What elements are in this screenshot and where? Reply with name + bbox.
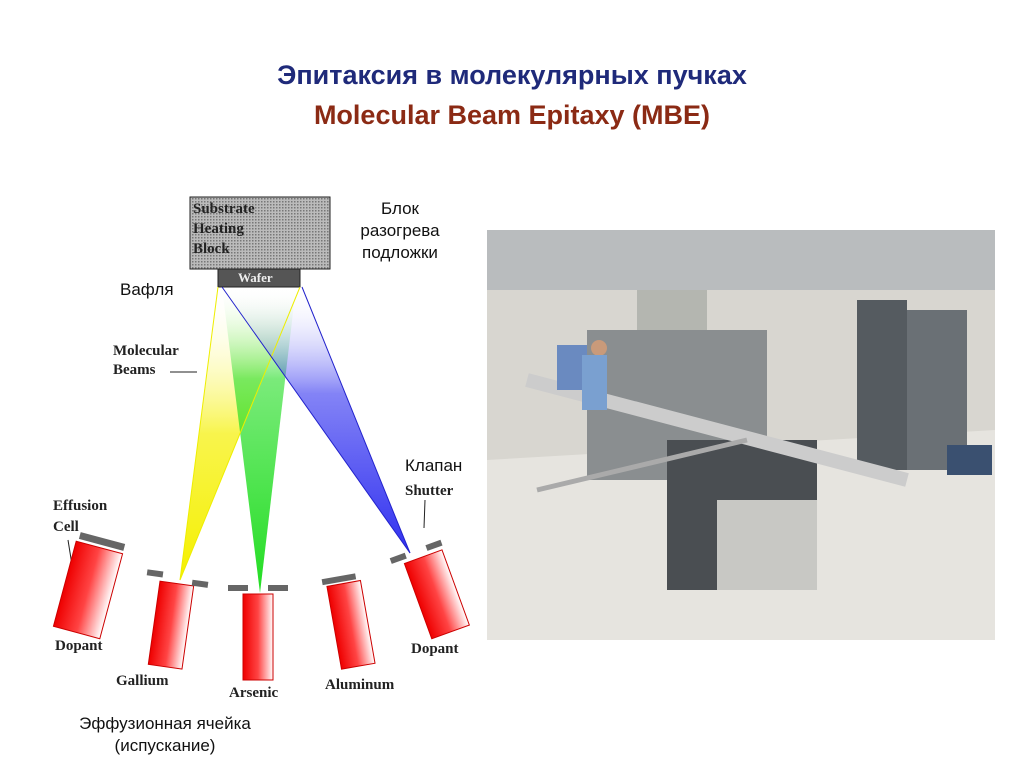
arsenic-label: Arsenic [229,685,279,701]
mbe-diagram [52,196,470,681]
shutter-ru-label: Клапан [405,456,463,475]
effusion-cell-aluminum [321,573,376,670]
title-english: Molecular Beam Epitaxy (MBE) [313,100,711,130]
effusion-label: Effusion [53,498,108,514]
aluminum-label: Aluminum [325,677,395,693]
effusion-cell-dopant-right [389,539,470,640]
substrate-label-1: Substrate [193,201,255,217]
heating-block-ru-2: разогрева [360,221,440,240]
heating-block-ru-3: подложки [362,243,438,262]
shutter-label: Shutter [405,483,454,499]
heating-block-ru-1: Блок [381,199,419,218]
dopant-right-label: Dopant [411,641,459,657]
dopant-left-label: Dopant [55,638,103,654]
wafer-ru-label: Вафля [120,280,174,299]
substrate-label-2: Heating [193,221,244,237]
effusion-ru-2: (испускание) [114,736,216,755]
mbe-lab-photo [487,230,995,640]
molecular-label: Molecular [113,343,179,359]
title-russian: Эпитаксия в молекулярных пучках [277,60,747,90]
gallium-label: Gallium [116,673,169,689]
substrate-label-3: Block [193,241,230,257]
effusion-ru-1: Эффузионная ячейка [79,714,251,733]
effusion-cell-arsenic [228,585,288,681]
beams-label: Beams [113,362,156,378]
effusion-cell-dopant-left [52,532,126,640]
wafer-label: Wafer [238,270,273,285]
effusion-cell-gallium [146,569,209,670]
cell-label: Cell [53,519,79,535]
